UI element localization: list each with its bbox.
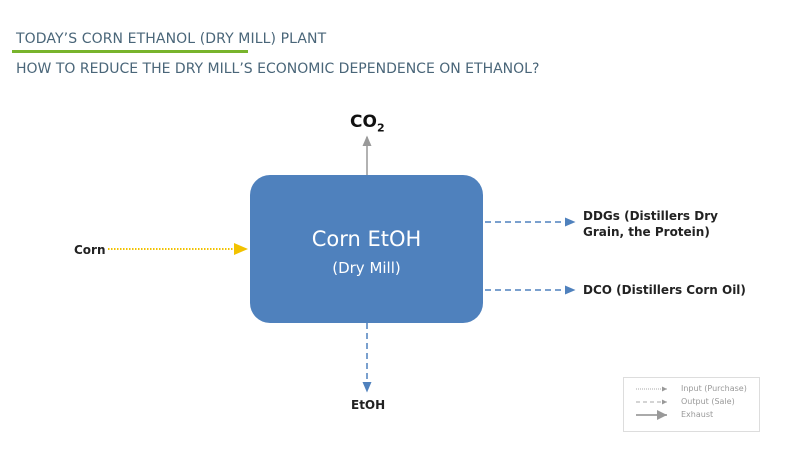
ddgs-label-1: DDGs (Distillers Dry: [583, 209, 718, 223]
title-underline: [12, 50, 248, 53]
dco-label: DCO (Distillers Corn Oil): [583, 283, 746, 297]
legend: Input (Purchase) Output (Sale) Exhaust: [623, 377, 760, 432]
legend-output: Output (Sale): [681, 397, 735, 406]
process-name: Corn EtOH: [311, 227, 422, 251]
co2-label: CO2: [350, 112, 385, 135]
process-type: (Dry Mill): [332, 259, 401, 277]
corn-label: Corn: [74, 243, 106, 257]
legend-input: Input (Purchase): [681, 384, 747, 393]
process-box: Corn EtOH (Dry Mill): [250, 175, 483, 323]
ddgs-label-2: Grain, the Protein): [583, 225, 710, 239]
etoh-label: EtOH: [351, 398, 386, 412]
legend-exhaust: Exhaust: [681, 410, 714, 419]
slide-subtitle: HOW TO REDUCE THE DRY MILL’S ECONOMIC DE…: [16, 61, 540, 77]
slide-title: TODAY’S CORN ETHANOL (DRY MILL) PLANT: [16, 31, 327, 47]
